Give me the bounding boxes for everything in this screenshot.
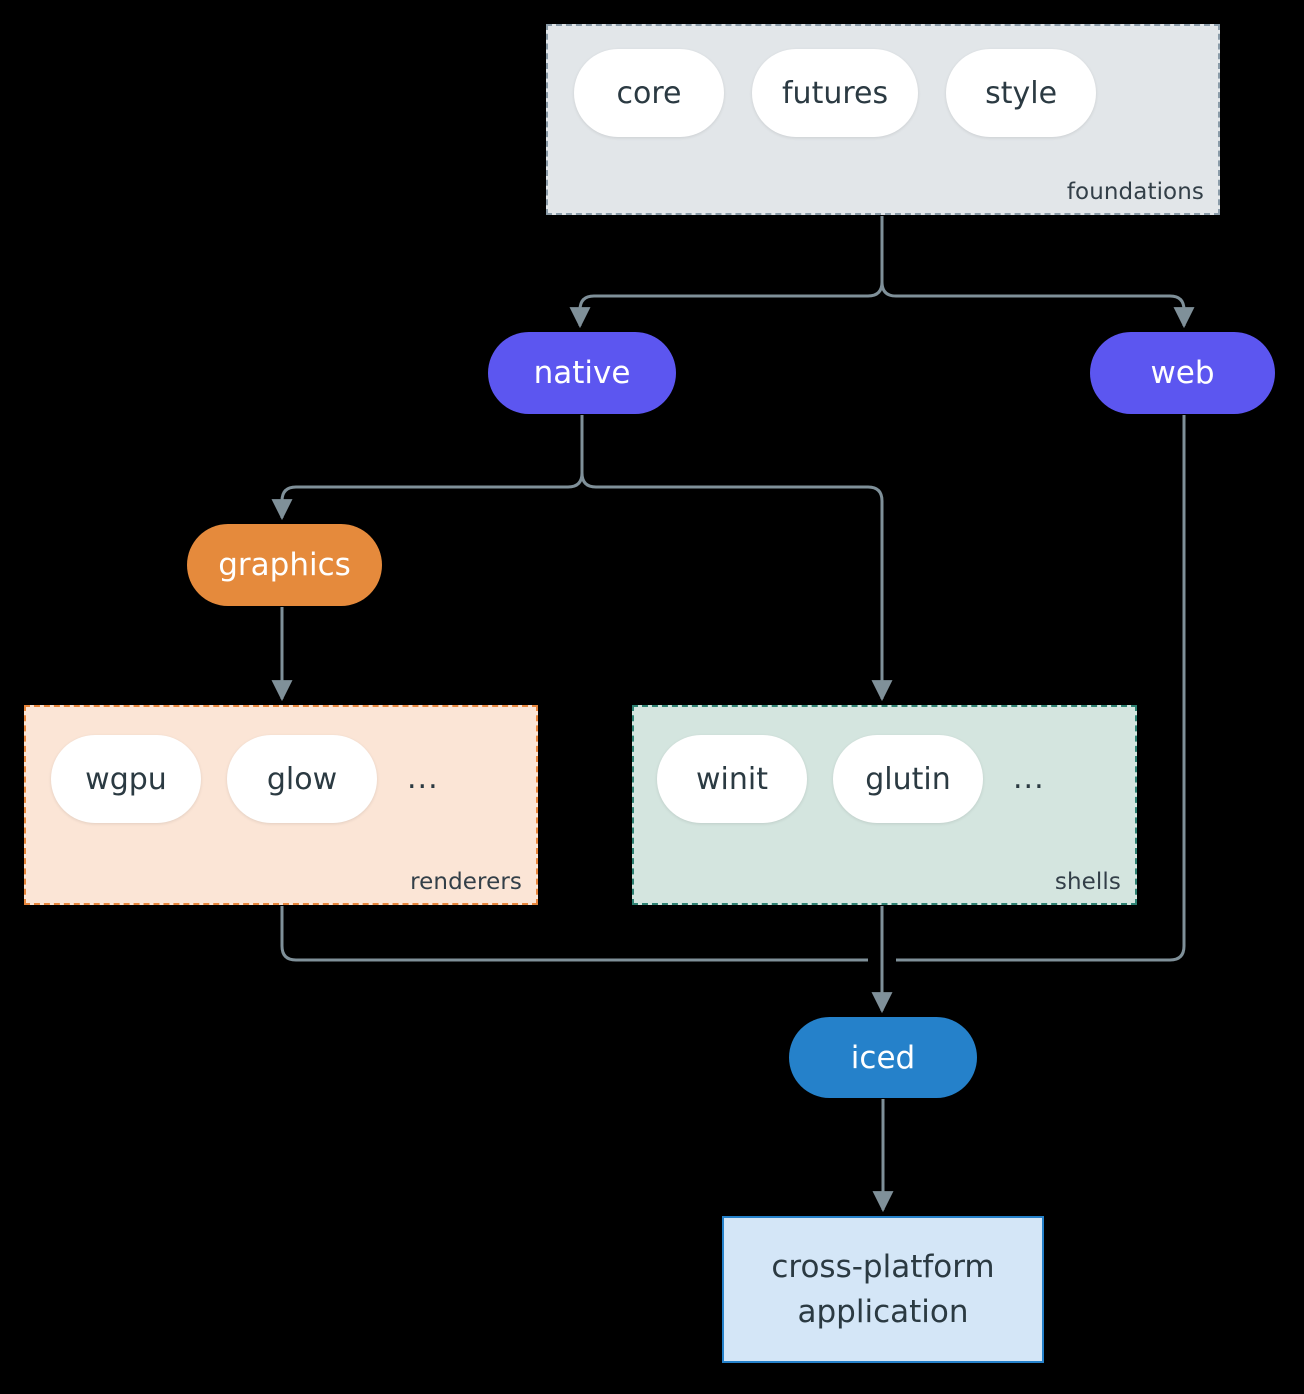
edge-renderers-to-iced (280, 906, 868, 962)
node-cross-platform-application[interactable]: cross-platform application (722, 1216, 1044, 1363)
renderers-ellipsis: ... (407, 761, 439, 796)
chip-style[interactable]: style (946, 49, 1097, 137)
chip-glutin[interactable]: glutin (833, 735, 983, 823)
application-label-line1: cross-platform (771, 1248, 995, 1285)
group-shells-items: winit glutin ... (634, 735, 1158, 823)
chip-wgpu[interactable]: wgpu (51, 735, 201, 823)
group-foundations-items: core futures style (548, 49, 1244, 137)
group-renderers: wgpu glow ... renderers (24, 705, 538, 905)
node-web[interactable]: web (1090, 332, 1275, 414)
node-graphics[interactable]: graphics (187, 524, 382, 606)
chip-glow[interactable]: glow (227, 735, 377, 823)
node-native[interactable]: native (488, 332, 676, 414)
chip-futures[interactable]: futures (752, 49, 919, 137)
edge-native-to-shells (580, 472, 893, 702)
group-foundations-label: foundations (1066, 179, 1204, 205)
group-renderers-label: renderers (410, 869, 522, 895)
group-foundations: core futures style foundations (546, 24, 1220, 215)
group-shells: winit glutin ... shells (632, 705, 1137, 905)
chip-winit[interactable]: winit (657, 735, 807, 823)
shells-ellipsis: ... (1013, 761, 1045, 796)
edge-native-to-graphics (271, 472, 584, 521)
application-label-line2: application (797, 1293, 969, 1330)
group-renderers-items: wgpu glow ... (26, 735, 561, 823)
node-iced[interactable]: iced (789, 1017, 977, 1098)
edge-foundations-to-web (880, 281, 1195, 329)
group-shells-label: shells (1054, 869, 1121, 895)
edge-foundations-to-native (569, 281, 884, 329)
chip-core[interactable]: core (574, 49, 724, 137)
